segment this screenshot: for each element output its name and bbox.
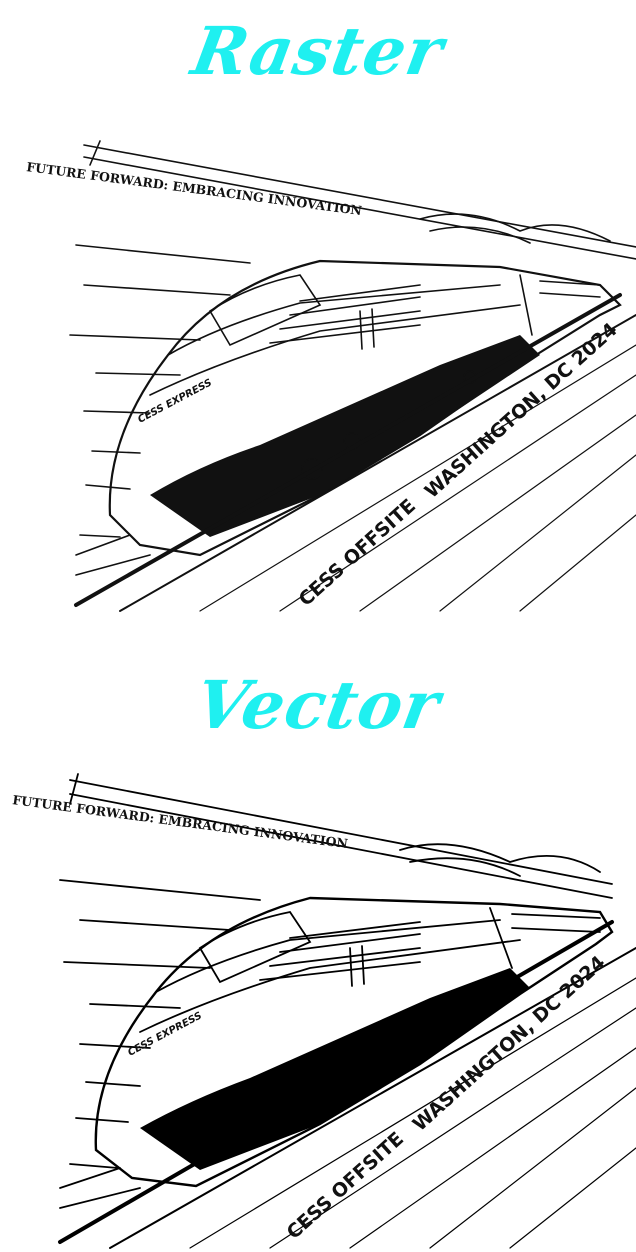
raster-train-drawing: FUTURE FORWARD: EMBRACING INNOVATION CES… [26,140,636,612]
vector-heading: Vector [189,666,447,744]
raster-heading: Raster [186,12,450,90]
event-text: CESS OFFSITE [295,495,420,611]
event-text: CESS OFFSITE [283,1128,408,1244]
train-artwork [69,140,636,612]
vector-illustration: FUTURE FORWARD: EMBRACING INNOVATION CES… [0,772,636,1252]
banner-text: FUTURE FORWARD: EMBRACING INNOVATION [26,159,363,218]
vector-train-drawing: FUTURE FORWARD: EMBRACING INNOVATION CES… [12,773,636,1249]
train-artwork [58,773,636,1249]
raster-illustration: FUTURE FORWARD: EMBRACING INNOVATION CES… [0,135,636,615]
